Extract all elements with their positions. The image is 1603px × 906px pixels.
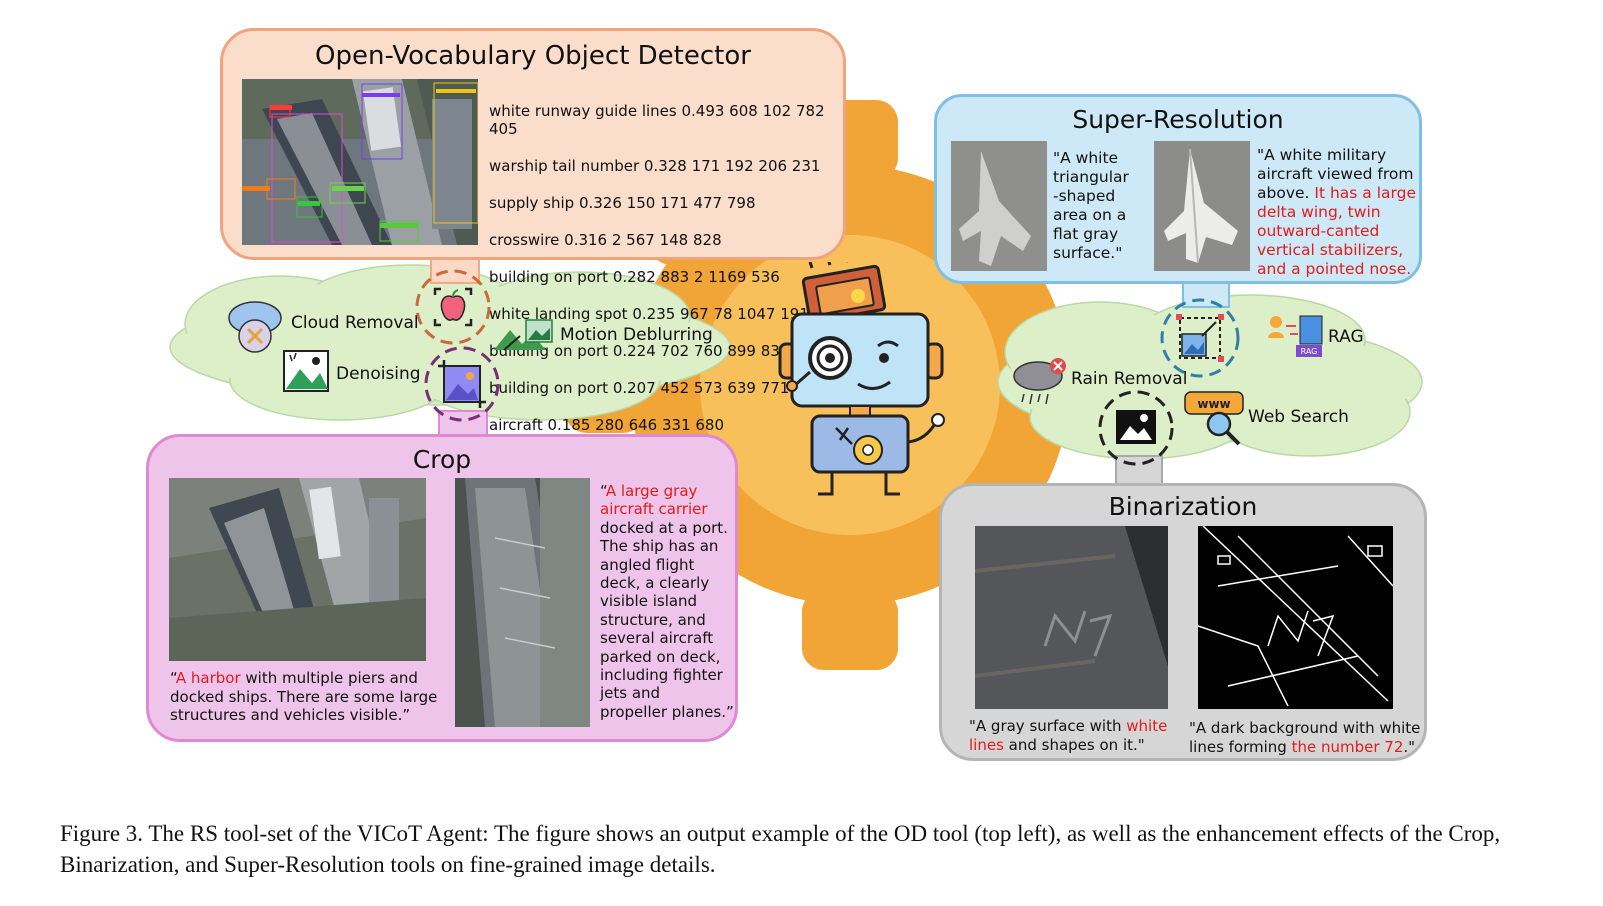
od-title: Open-Vocabulary Object Detector — [315, 41, 751, 71]
object-detection-icon — [415, 269, 491, 345]
bin-left-red: white lines — [969, 717, 1168, 754]
detection-line: crosswire 0.316 2 567 148 828 — [489, 231, 722, 249]
denoising-label: Denoising — [336, 364, 421, 384]
sr-high-res-image — [1154, 141, 1250, 271]
super-resolution-tool-icon — [1160, 298, 1240, 378]
bin-right-red: the number 72 — [1291, 738, 1404, 756]
bin-right-plain2: ." — [1403, 738, 1416, 756]
crop-right-open: “ — [600, 482, 606, 500]
left-tool-cloud — [169, 264, 731, 421]
detection-line: building on port 0.207 452 573 639 771 — [489, 379, 790, 397]
detection-line: white landing spot 0.235 967 78 1047 191 — [489, 305, 809, 323]
web-search-label: Web Search — [1248, 407, 1349, 427]
crop-right-red: A large gray aircraft carrier — [600, 482, 708, 519]
rain-removal-icon — [1013, 358, 1066, 405]
crop-panel: Crop “A large gray aircraft carrier dock… — [146, 434, 738, 742]
rag-label: RAG — [1328, 327, 1364, 347]
detection-line: white runway guide lines 0.493 608 102 7… — [489, 101, 825, 139]
detection-line: building on port 0.224 702 760 899 831 — [489, 342, 790, 360]
bin-title: Binarization — [1108, 492, 1258, 521]
detection-line: building on port 0.282 883 2 1169 536 — [489, 268, 780, 286]
crop-right-plain: docked at a port. The ship has an angled… — [600, 518, 734, 721]
sr-connector — [1182, 280, 1230, 308]
binarization-tool-icon — [1098, 390, 1174, 466]
denoising-icon — [283, 350, 329, 392]
crop-left-open: “ — [170, 669, 176, 687]
bin-binary-text: "A dark background with white lines form… — [1189, 719, 1420, 757]
figure-caption: Figure 3. The RS tool-set of the VICoT A… — [60, 821, 1501, 877]
sr-panel: Super-Resolution "A white triangular -sh… — [934, 94, 1422, 284]
bin-gray-text: "A gray surface with white lines and sha… — [969, 717, 1167, 755]
crop-left-plain: with multiple piers and docked ships. Th… — [170, 669, 438, 724]
detection-line: warship tail number 0.328 171 192 206 23… — [489, 157, 821, 175]
detection-line: supply ship 0.326 150 171 477 798 — [489, 194, 756, 212]
bin-right-plain: "A dark background with white lines form… — [1189, 719, 1421, 756]
od-detection-image — [242, 79, 478, 245]
sr-high-res-red: It has a large delta wing, twin outward-… — [1257, 184, 1416, 278]
sr-low-res-image — [951, 141, 1047, 271]
detection-line: aircraft 0.185 280 646 331 680 — [489, 416, 725, 434]
sr-low-res-text: "A white triangular -shaped area on a fl… — [1053, 149, 1129, 262]
robot-agent-icon — [778, 262, 945, 496]
crop-title: Crop — [412, 445, 472, 474]
bin-gray-image — [975, 526, 1168, 709]
crop-left-red: A harbor — [175, 669, 241, 687]
sr-high-res-plain: "A white military aircraft viewed from a… — [1257, 146, 1414, 202]
bin-panel: Binarization — [939, 483, 1427, 761]
crop-tool-icon — [424, 346, 500, 422]
www-text: www — [1197, 397, 1230, 411]
bin-left-plain2: and shapes on it." — [1003, 736, 1145, 754]
bin-left-plain: "A gray surface with — [969, 717, 1127, 735]
bin-binary-image — [1198, 526, 1393, 709]
rain-removal-label: Rain Removal — [1071, 369, 1188, 389]
od-detection-list: white runway guide lines 0.493 608 102 7… — [489, 83, 843, 453]
crop-full-text: “A harbor with multiple piers and docked… — [170, 669, 437, 725]
motion-deblurring-icon — [494, 319, 553, 351]
od-panel: Open-Vocabulary Object Detector — [220, 28, 846, 434]
web-search-icon: www — [1184, 391, 1244, 446]
cloud-removal-label: Cloud Removal — [291, 313, 419, 333]
sr-high-res-text: "A white military aircraft viewed from a… — [1257, 146, 1416, 279]
crop-full-image — [169, 478, 426, 661]
sr-title: Super-Resolution — [1072, 105, 1284, 134]
crop-zoomed-image — [455, 478, 590, 727]
cloud-removal-icon — [228, 301, 282, 353]
rag-icon: RAG — [1268, 315, 1323, 357]
rag-badge-text: RAG — [1301, 347, 1318, 356]
crop-zoomed-text: “A large gray aircraft carrier docked at… — [600, 482, 734, 721]
motion-deblurring-label: Motion Deblurring — [560, 325, 713, 345]
